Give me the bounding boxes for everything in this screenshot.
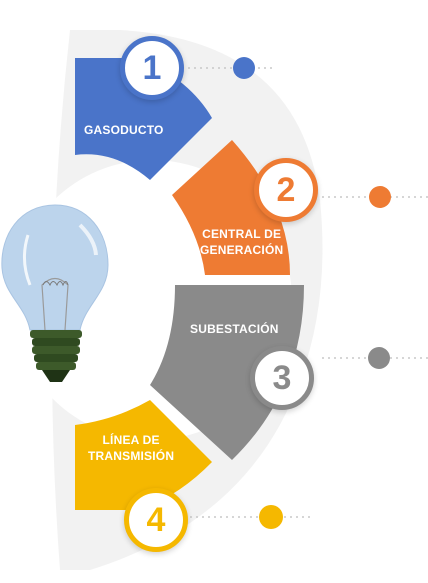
step-number-4: 4 — [124, 488, 188, 552]
lightbulb-icon — [1, 204, 109, 382]
segment-linea — [75, 400, 212, 510]
segment-central — [172, 140, 290, 275]
label-central-generacion: CENTRAL DE GENERACIÓN — [200, 227, 284, 257]
step-number-2: 2 — [254, 158, 318, 222]
dot-1 — [233, 57, 255, 79]
dot-2 — [369, 186, 391, 208]
step-number-3: 3 — [250, 346, 314, 410]
segment-subestacion — [150, 285, 304, 460]
step-number-1: 1 — [120, 36, 184, 100]
dot-3 — [368, 347, 390, 369]
connectors — [188, 67, 428, 518]
dot-4 — [259, 505, 283, 529]
label-gasoducto: GASODUCTO — [84, 123, 164, 137]
label-subestacion: SUBESTACIÓN — [190, 322, 279, 336]
label-linea-transmision: LÍNEA DE TRANSMISIÓN — [88, 433, 175, 463]
segment-gasoducto — [75, 58, 212, 180]
